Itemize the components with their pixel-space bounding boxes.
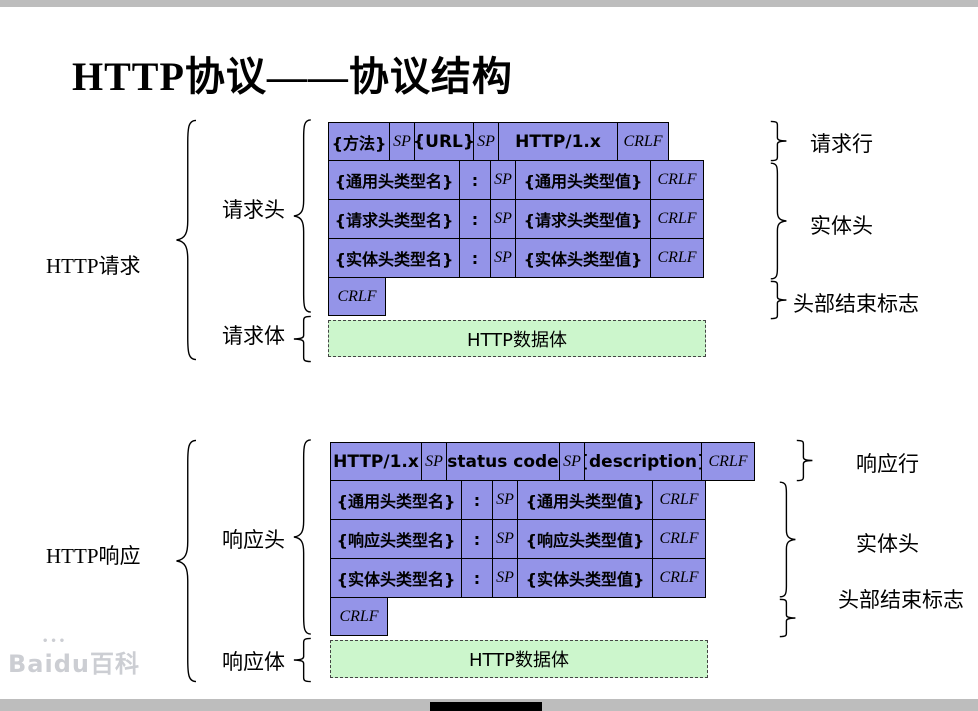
header-value-cell: {响应头类型值} (517, 519, 653, 559)
header-name-cell: {通用头类型名} (330, 480, 462, 520)
crlf-cell: CRLF (330, 597, 388, 636)
response-header-end-brace (775, 599, 799, 637)
crlf-cell: CRLF (328, 277, 386, 316)
request-version-cell: HTTP/1.x (498, 122, 618, 161)
request-method-cell: {方法} (328, 122, 390, 161)
response-header-group-label: 响应头 (222, 528, 285, 552)
taskbar-segment (430, 702, 542, 711)
colon-cell: : (459, 160, 491, 200)
header-name-cell: {请求头类型名} (328, 199, 460, 239)
baidu-baike-watermark: ••• Baidu百科 (8, 636, 140, 679)
request-group-label: HTTP请求 (46, 254, 141, 278)
response-header-row: {通用头类型名} : SP {通用头类型值} CRLF (330, 480, 706, 520)
request-url-cell: {URL} (414, 122, 474, 161)
request-start-line-row: {方法} SP {URL} SP HTTP/1.x CRLF (328, 122, 669, 161)
request-header-row: {通用头类型名} : SP {通用头类型值} CRLF (328, 160, 704, 200)
request-header-row: {请求头类型名} : SP {请求头类型值} CRLF (328, 199, 704, 239)
request-body-brace (290, 316, 316, 362)
crlf-cell: CRLF (650, 238, 704, 278)
response-data-body-cell: HTTP数据体 (330, 640, 708, 678)
header-value-cell: {请求头类型值} (515, 199, 651, 239)
request-header-end-brace (766, 281, 790, 319)
colon-cell: : (461, 558, 493, 598)
header-value-cell: {实体头类型值} (515, 238, 651, 278)
sp-cell: SP (559, 442, 585, 481)
response-start-line-row: HTTP/1.x SP {status code} SP {descriptio… (330, 442, 755, 481)
sp-cell: SP (389, 122, 415, 161)
response-body-group-label: 响应体 (222, 650, 285, 674)
request-entity-headers-label: 实体头 (810, 214, 873, 238)
sp-cell: SP (490, 160, 516, 200)
sp-cell: SP (421, 442, 447, 481)
response-description-cell: {description} (584, 442, 702, 481)
header-value-cell: {通用头类型值} (517, 480, 653, 520)
header-name-cell: {实体头类型名} (328, 238, 460, 278)
response-body-brace (290, 638, 316, 682)
request-header-end-row: CRLF (328, 277, 386, 316)
response-start-line-label: 响应行 (856, 452, 919, 476)
header-value-cell: {实体头类型值} (517, 558, 653, 598)
response-header-end-row: CRLF (330, 597, 388, 636)
response-group-brace (172, 438, 202, 684)
colon-cell: : (459, 238, 491, 278)
response-header-row: {实体头类型名} : SP {实体头类型值} CRLF (330, 558, 706, 598)
watermark-text: Baidu百科 (8, 650, 140, 678)
sp-cell: SP (492, 558, 518, 598)
sp-cell: SP (490, 238, 516, 278)
crlf-cell: CRLF (652, 480, 706, 520)
sp-cell: SP (492, 480, 518, 520)
request-group-brace (172, 118, 202, 362)
header-value-cell: {通用头类型值} (515, 160, 651, 200)
sp-cell: SP (490, 199, 516, 239)
sp-cell: SP (473, 122, 499, 161)
crlf-cell: CRLF (617, 122, 669, 161)
colon-cell: : (461, 519, 493, 559)
request-header-brace (290, 118, 316, 314)
request-header-group-label: 请求头 (222, 198, 285, 222)
response-header-row: {响应头类型名} : SP {响应头类型值} CRLF (330, 519, 706, 559)
request-body-group-label: 请求体 (222, 324, 285, 348)
response-group-label: HTTP响应 (46, 544, 141, 568)
crlf-cell: CRLF (652, 519, 706, 559)
request-header-end-label: 头部结束标志 (793, 292, 919, 316)
request-entity-headers-brace (766, 162, 790, 280)
header-name-cell: {响应头类型名} (330, 519, 462, 559)
response-entity-headers-label: 实体头 (856, 532, 919, 556)
header-name-cell: {通用头类型名} (328, 160, 460, 200)
crlf-cell: CRLF (650, 160, 704, 200)
crlf-cell: CRLF (701, 442, 755, 481)
crlf-cell: CRLF (652, 558, 706, 598)
response-version-cell: HTTP/1.x (330, 442, 422, 481)
request-start-line-label: 请求行 (810, 132, 873, 156)
page-title: HTTP协议——协议结构 (72, 54, 513, 99)
crlf-cell: CRLF (650, 199, 704, 239)
response-status-cell: {status code} (446, 442, 560, 481)
request-data-body-cell: HTTP数据体 (328, 320, 706, 357)
header-name-cell: {实体头类型名} (330, 558, 462, 598)
window-chrome-top (0, 0, 978, 7)
response-header-end-label: 头部结束标志 (838, 588, 964, 612)
colon-cell: : (461, 480, 493, 520)
paw-icon: ••• (42, 636, 68, 647)
sp-cell: SP (492, 519, 518, 559)
request-start-line-brace (766, 121, 790, 161)
response-start-line-brace (792, 440, 816, 481)
request-header-row: {实体头类型名} : SP {实体头类型值} CRLF (328, 238, 704, 278)
response-entity-headers-brace (775, 481, 799, 598)
colon-cell: : (459, 199, 491, 239)
response-header-brace (290, 438, 316, 636)
